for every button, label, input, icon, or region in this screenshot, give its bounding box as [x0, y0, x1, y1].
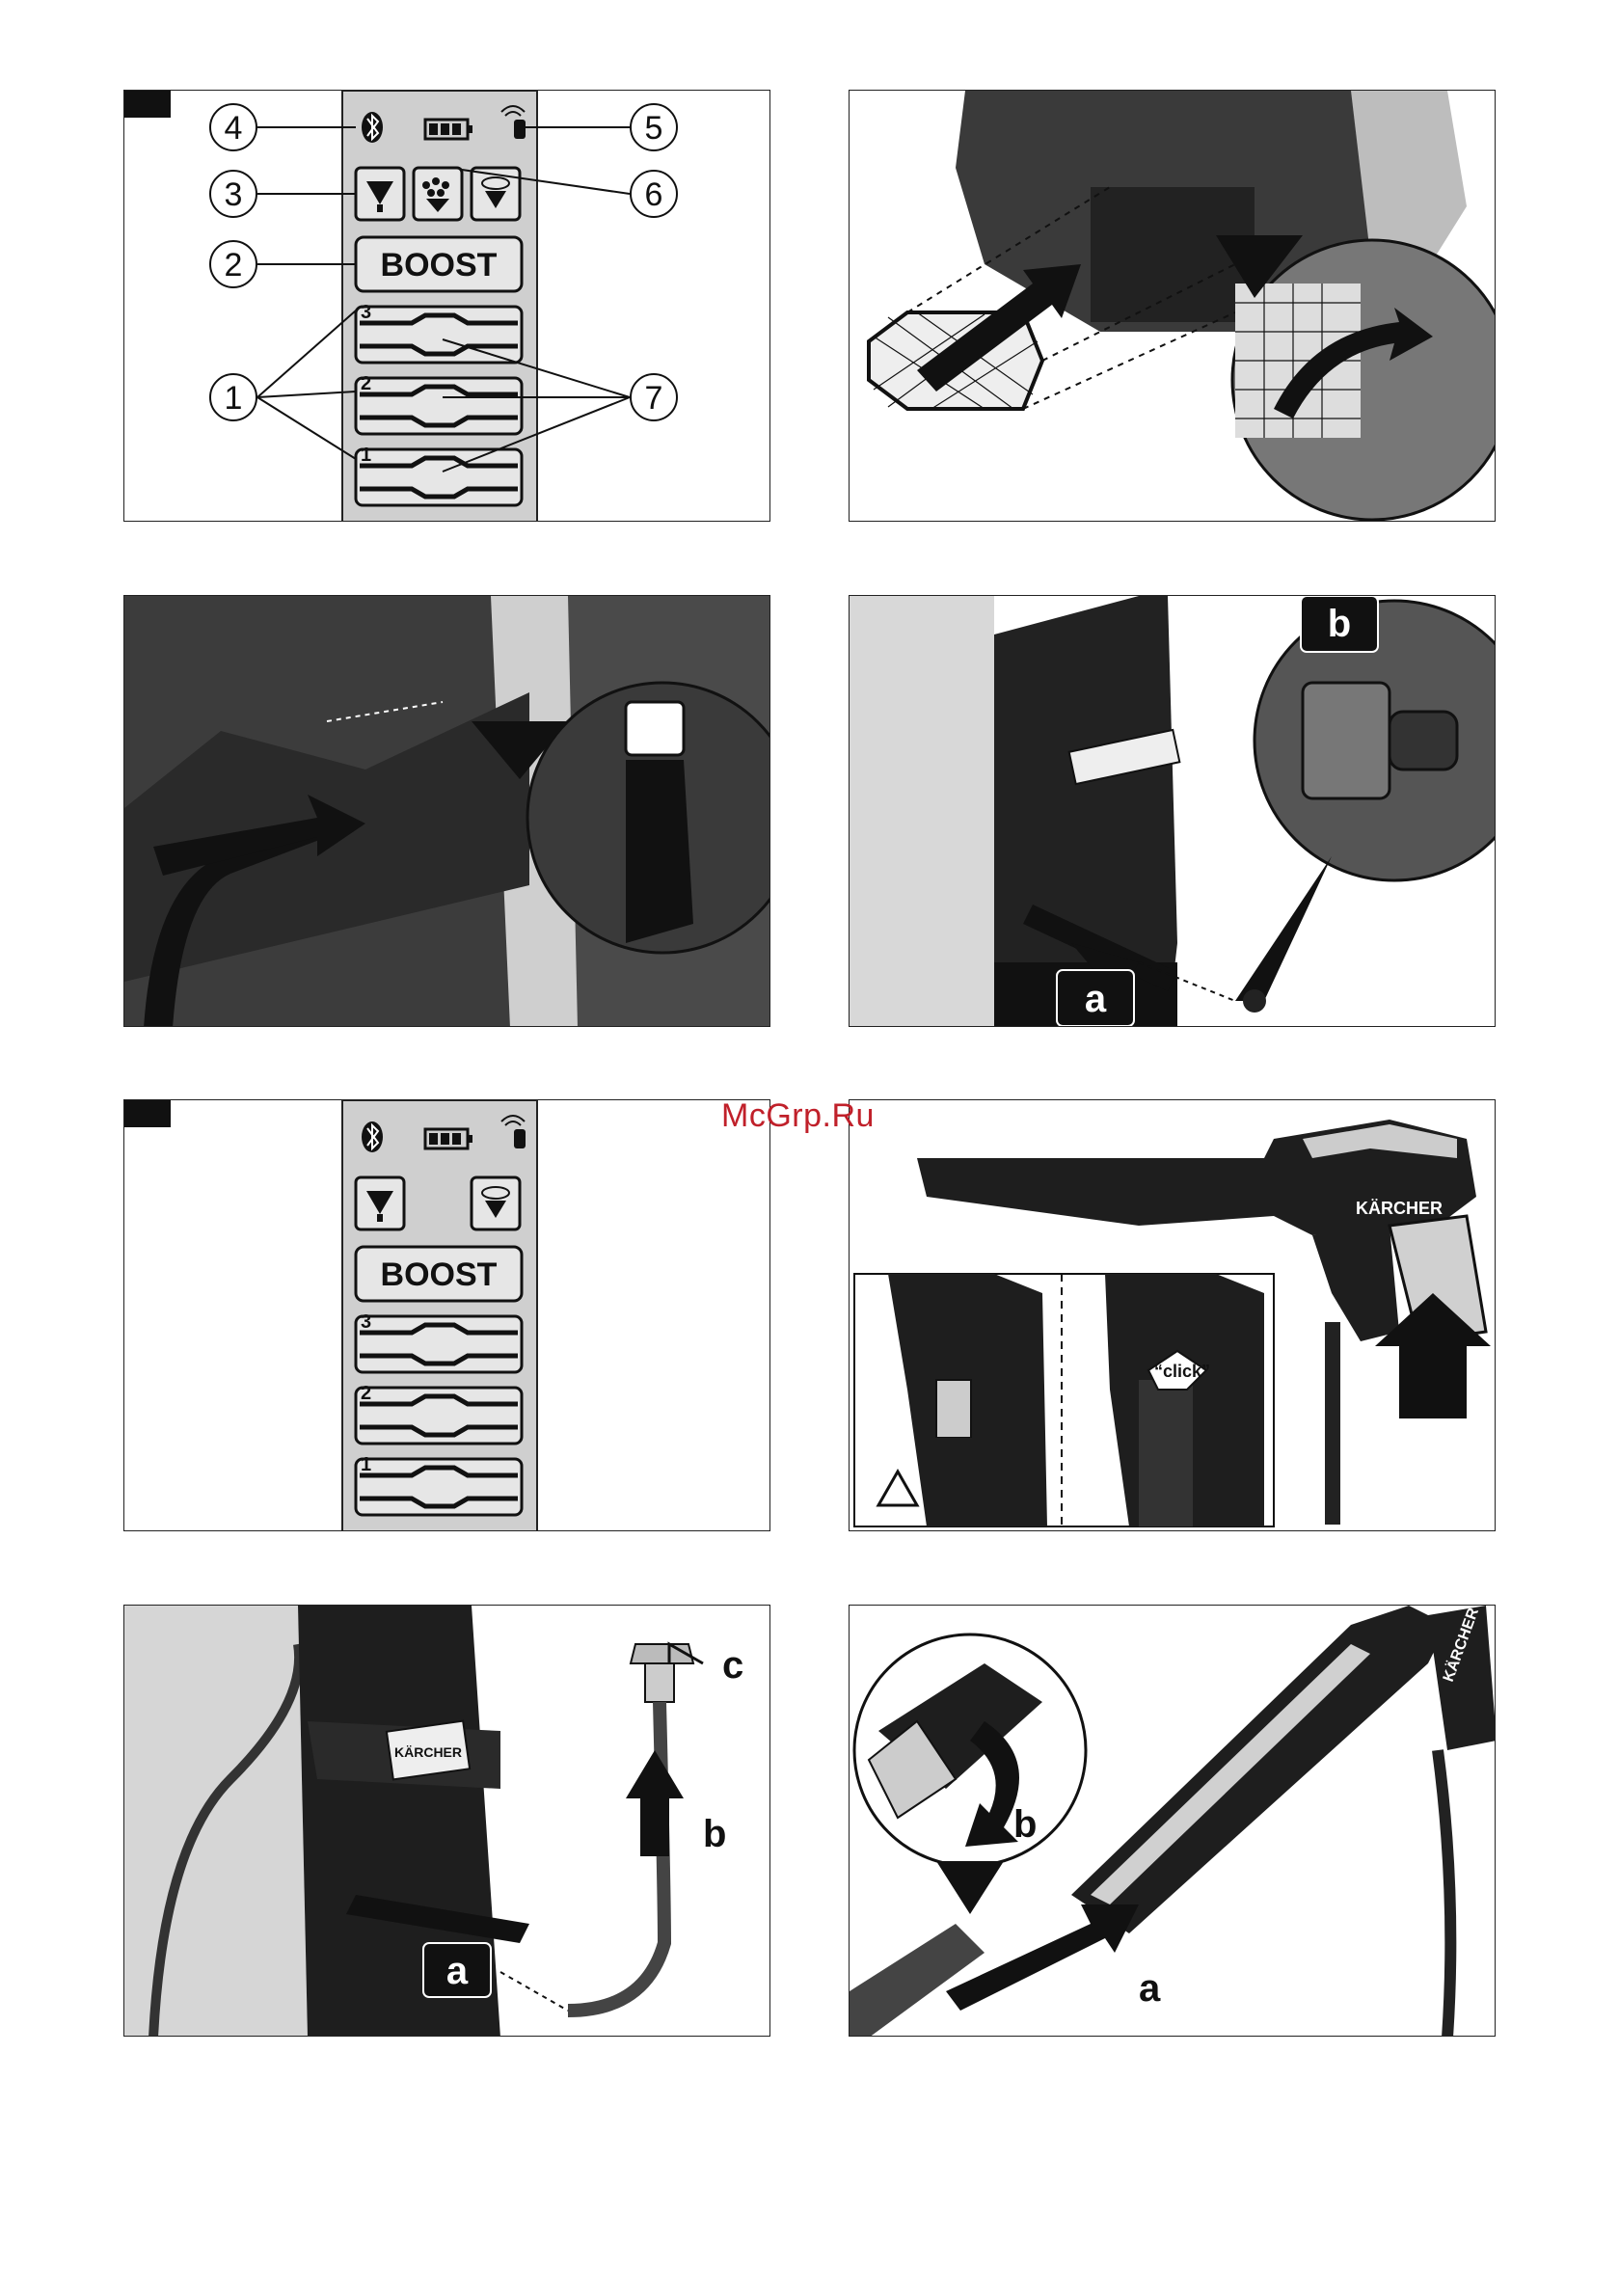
- figure-8-panel: KÄRCHER b a: [849, 1605, 1496, 2037]
- callout-1: 1: [225, 380, 243, 417]
- label-b: b: [703, 1813, 726, 1855]
- gun-connection-illustration: KÄRCHER “click”: [850, 1100, 1496, 1531]
- boost-label: BOOST: [381, 1256, 498, 1293]
- level-buttons: [356, 307, 522, 505]
- figure-1-panel: BOOST 3 2 1: [123, 90, 770, 522]
- figure-5-panel: BOOST 3 2 1: [123, 1099, 770, 1531]
- label-a: a: [446, 1950, 469, 1992]
- water-inlet-illustration: a b: [850, 596, 1496, 1027]
- label-a: a: [1085, 978, 1107, 1020]
- label-c: c: [722, 1644, 743, 1687]
- bluetooth-icon: [362, 112, 383, 143]
- boost-label: BOOST: [381, 247, 498, 284]
- figure-4-panel: a b: [849, 595, 1496, 1027]
- watermark-text: McGrp.Ru: [721, 1097, 875, 1135]
- level-3-label: 3: [361, 302, 371, 323]
- filter-insertion-illustration: [850, 91, 1496, 522]
- figure-7-panel: KÄRCHER a b c: [123, 1605, 770, 2037]
- label-b: b: [1328, 603, 1351, 645]
- callout-4: 4: [225, 110, 243, 147]
- callout-7: 7: [645, 380, 663, 417]
- lance-connection-illustration: KÄRCHER b a: [850, 1606, 1496, 2037]
- supply-hose-illustration: KÄRCHER a b c: [124, 1606, 770, 2037]
- label-a: a: [1139, 1967, 1161, 2010]
- level-2-label: 2: [361, 373, 371, 394]
- machine-brand: KÄRCHER: [394, 1744, 462, 1760]
- level-3-label: 3: [361, 1311, 371, 1333]
- callout-5: 5: [645, 110, 663, 147]
- level-2-label: 2: [361, 1383, 371, 1404]
- hose-connection-illustration: [124, 596, 770, 1027]
- mode-buttons: [356, 168, 520, 220]
- control-panel-basic: BOOST 3 2 1: [124, 1100, 770, 1531]
- callout-3: 3: [225, 176, 243, 213]
- figure-2-panel: [849, 90, 1496, 522]
- callout-2: 2: [225, 247, 243, 284]
- figure-6-panel: KÄRCHER “click”: [849, 1099, 1496, 1531]
- level-1-label: 1: [361, 1454, 371, 1475]
- figure-3-panel: [123, 595, 770, 1027]
- control-panel-diagram: BOOST 3 2 1: [124, 91, 770, 522]
- click-label: “click”: [1154, 1362, 1210, 1381]
- bluetooth-icon: [362, 1121, 383, 1152]
- label-b: b: [1013, 1803, 1037, 1846]
- gun-brand: KÄRCHER: [1356, 1199, 1443, 1218]
- callout-6: 6: [645, 176, 663, 213]
- level-1-label: 1: [361, 445, 371, 466]
